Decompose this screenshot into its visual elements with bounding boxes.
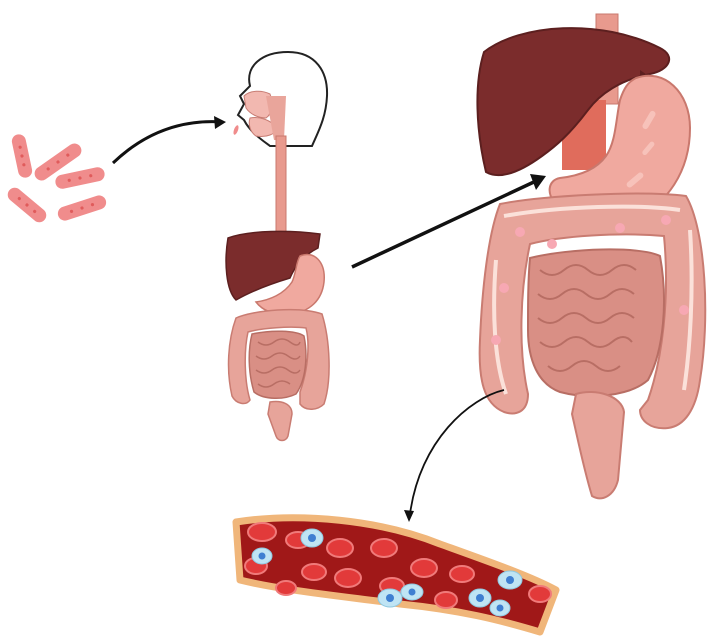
rectum: [268, 402, 292, 441]
small-intestine: [249, 331, 306, 398]
bacteria-cluster: [5, 133, 108, 225]
rectum-large: [572, 392, 624, 498]
digestive-system-small: [226, 231, 329, 440]
bacterium: [5, 185, 49, 225]
bacterium: [54, 166, 106, 190]
bacterium: [56, 194, 108, 223]
arrow-bacteria-to-mouth: [113, 116, 226, 163]
blood-vessel: [236, 518, 556, 632]
digestive-system-large: [477, 14, 705, 498]
arrow-to-blood-vessel: [404, 390, 504, 522]
head-profile: [232, 52, 327, 146]
bacterium: [11, 133, 34, 179]
